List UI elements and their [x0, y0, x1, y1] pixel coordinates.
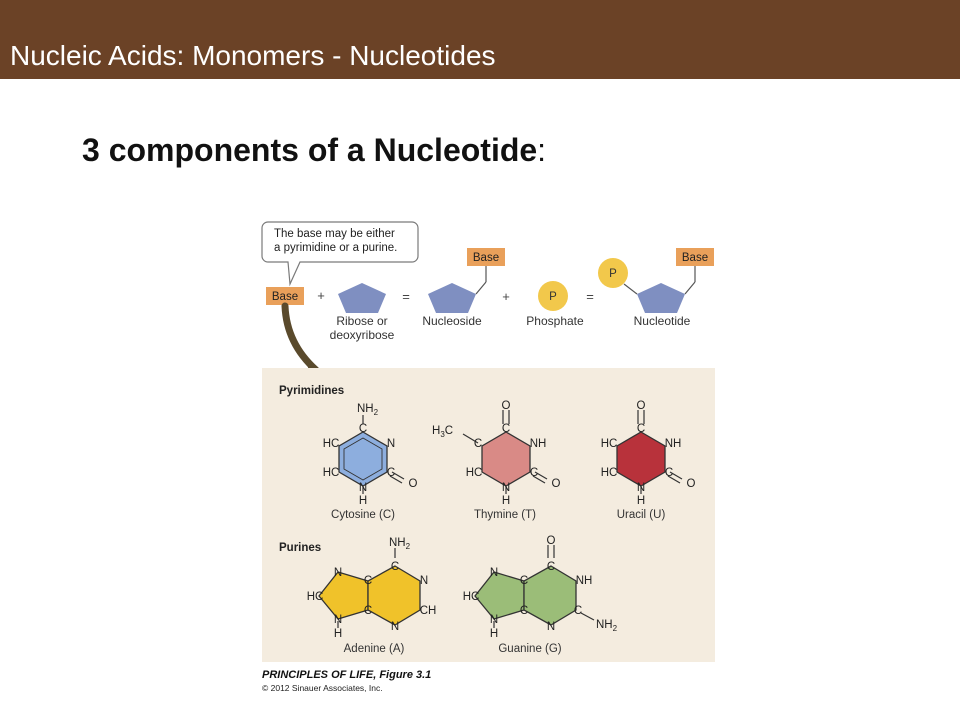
nucleoside-diagram: Base: [428, 248, 505, 313]
thymine-h: H: [502, 495, 510, 507]
guanine-n3: N: [547, 621, 555, 633]
nucleotide-diagram: Base P: [598, 248, 714, 313]
sugar-pentagon: [338, 283, 386, 313]
guanine-n9: N: [490, 614, 498, 626]
callout-line-2: a pyrimidine or a purine.: [274, 242, 397, 254]
guanine-name: Guanine (G): [498, 643, 561, 655]
base-label: Base: [272, 291, 298, 303]
adenine-c5: C: [364, 575, 372, 587]
uracil-molecule: O C NH C O N H HC HC Uracil (U): [601, 400, 696, 521]
adenine-ch: CH: [420, 605, 437, 617]
sugar-label-line-2: deoxyribose: [330, 328, 395, 342]
thymine-n1: N: [502, 482, 510, 494]
cytosine-hc6: HC: [323, 467, 340, 479]
base-box: Base: [266, 287, 304, 305]
guanine-c2: C: [574, 605, 582, 617]
guanine-nh: NH: [576, 575, 593, 587]
cytosine-hc5: HC: [323, 438, 340, 450]
phosphate-symbol: P: [549, 291, 557, 303]
adenine-n9: N: [334, 614, 342, 626]
phosphate-circle: P: [538, 281, 568, 311]
guanine-c5: C: [520, 575, 528, 587]
thymine-o: O: [552, 478, 561, 490]
uracil-c4: C: [637, 423, 645, 435]
figure-credit: PRINCIPLES OF LIFE, Figure 3.1: [262, 669, 432, 681]
callout: The base may be either a pyrimidine or a…: [261, 221, 419, 287]
cytosine-n1: N: [359, 482, 367, 494]
equals-sign-1: =: [402, 289, 410, 304]
guanine-molecule: O C NH C NH2 N C C N HC N H Guanine (G): [463, 535, 618, 655]
thymine-c2: C: [530, 467, 538, 479]
nucleotide-label: Nucleotide: [634, 314, 691, 328]
purines-heading: Purines: [279, 542, 321, 554]
adenine-name: Adenine (A): [344, 643, 405, 655]
equals-sign-2: =: [586, 289, 594, 304]
nucleotide-base-label: Base: [682, 252, 708, 264]
nucleotide-phosphate-symbol: P: [609, 268, 617, 280]
uracil-nh: NH: [665, 438, 682, 450]
thymine-c5: C: [474, 438, 482, 450]
adenine-c6: C: [391, 561, 399, 573]
uracil-c2: C: [665, 467, 673, 479]
nucleoside-label: Nucleoside: [422, 314, 482, 328]
title-bar: [0, 0, 960, 79]
cytosine-c4: C: [359, 423, 367, 435]
cytosine-n3: N: [387, 438, 395, 450]
guanine-nh2: NH2: [596, 619, 618, 633]
adenine-n7: N: [334, 567, 342, 579]
plus-sign-1: +: [317, 288, 325, 303]
thymine-h3c: H3C: [432, 425, 453, 439]
guanine-c4: C: [520, 605, 528, 617]
slide-title: Nucleic Acids: Monomers - Nucleotides: [10, 40, 496, 71]
cytosine-o: O: [409, 478, 418, 490]
cytosine-name: Cytosine (C): [331, 509, 395, 521]
heading-bold-text: 3 components of a Nucleotide: [82, 132, 538, 168]
cytosine-nh2: NH2: [357, 403, 379, 417]
adenine-molecule: NH2 C N CH N C C N HC N H Adenine (A): [307, 537, 437, 655]
guanine-n7: N: [490, 567, 498, 579]
cytosine-molecule: NH2 C N C O N H HC HC Cytosine (C): [323, 403, 418, 521]
adenine-hc8: HC: [307, 591, 324, 603]
guanine-c6: C: [547, 561, 555, 573]
slide-heading: 3 components of a Nucleotide:: [82, 130, 546, 170]
curved-arrow: [281, 302, 320, 374]
thymine-hc6: HC: [466, 467, 483, 479]
cytosine-h: H: [359, 495, 367, 507]
callout-line-1: The base may be either: [274, 228, 395, 240]
thymine-molecule: O H3C C NH C O N H HC C Thymine (T): [432, 400, 561, 521]
uracil-o-top: O: [637, 400, 646, 412]
thymine-name: Thymine (T): [474, 509, 536, 521]
thymine-c4: C: [502, 423, 510, 435]
sugar-label-line-1: Ribose or: [336, 314, 387, 328]
pyrimidines-heading: Pyrimidines: [279, 385, 344, 397]
nucleoside-base-label: Base: [473, 252, 499, 264]
uracil-o: O: [687, 478, 696, 490]
phosphate-label: Phosphate: [526, 314, 584, 328]
guanine-h: H: [490, 628, 498, 640]
uracil-hc6: HC: [601, 467, 618, 479]
adenine-n1: N: [420, 575, 428, 587]
adenine-nh2: NH2: [389, 537, 411, 551]
adenine-n3: N: [391, 621, 399, 633]
thymine-o-top: O: [502, 400, 511, 412]
copyright-notice: © 2012 Sinauer Associates, Inc.: [262, 683, 383, 693]
uracil-h: H: [637, 495, 645, 507]
guanine-o: O: [547, 535, 556, 547]
cytosine-c2: C: [387, 467, 395, 479]
plus-sign-2: +: [502, 289, 510, 304]
thymine-nh: NH: [530, 438, 547, 450]
uracil-hc5: HC: [601, 438, 618, 450]
adenine-c4: C: [364, 605, 372, 617]
uracil-n1: N: [637, 482, 645, 494]
adenine-h: H: [334, 628, 342, 640]
heading-colon: :: [537, 132, 547, 168]
guanine-hc8: HC: [463, 591, 480, 603]
uracil-name: Uracil (U): [617, 509, 666, 521]
